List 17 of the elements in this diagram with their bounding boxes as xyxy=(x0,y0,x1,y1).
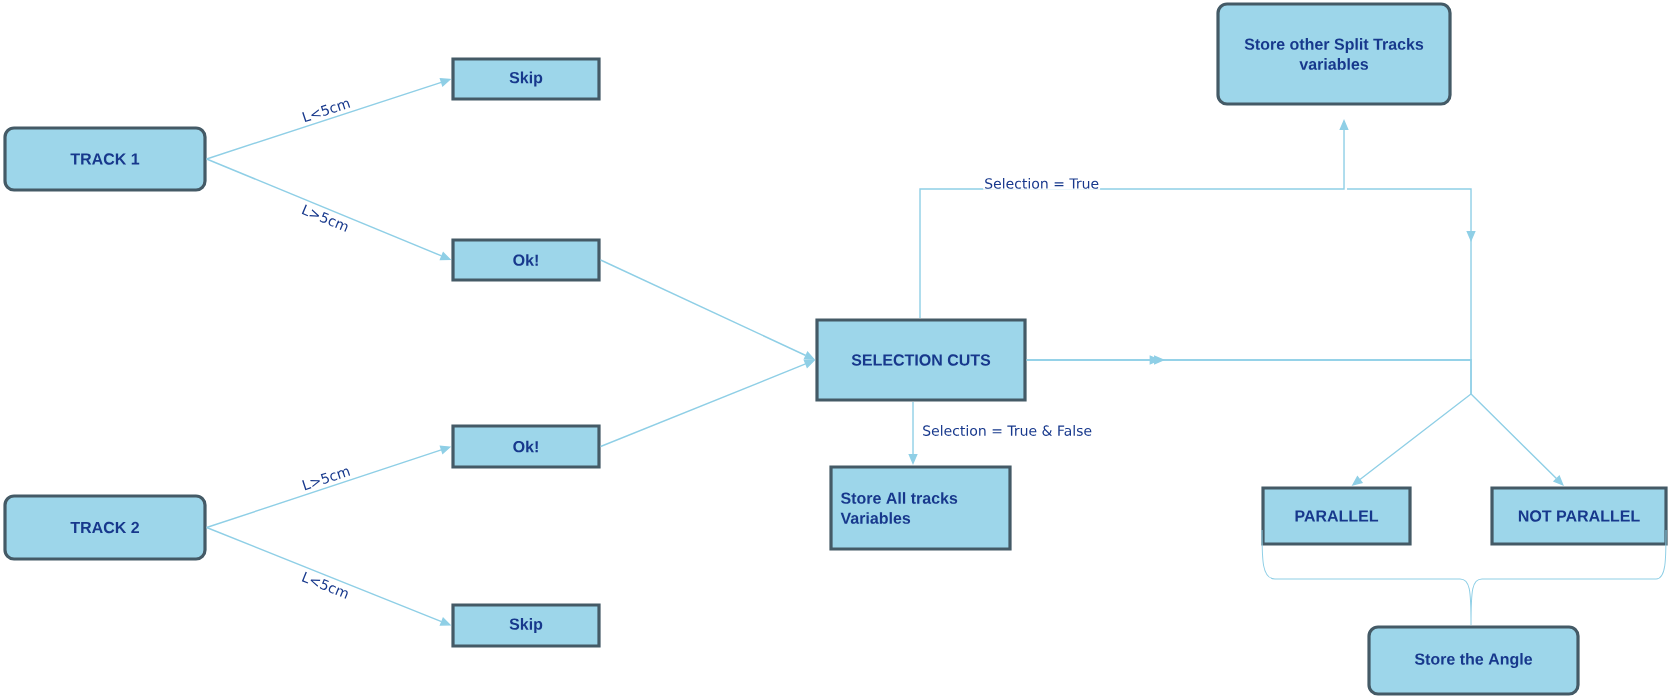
rounded-box: Store the Angle xyxy=(1367,625,1580,696)
process-box: Ok! xyxy=(451,238,601,282)
process-box: NOT PARALLEL xyxy=(1490,486,1668,546)
process-box: Store All tracks Variables xyxy=(829,465,1012,551)
process-box: Skip xyxy=(451,603,601,648)
rounded-box: TRACK 2 xyxy=(3,494,207,561)
arrow xyxy=(1025,355,1564,486)
edge-label: L<5cm xyxy=(302,100,351,123)
process-box: Skip xyxy=(451,57,601,101)
rounded-box: TRACK 1 xyxy=(3,126,207,192)
process-box: SELECTION CUTS xyxy=(815,318,1027,402)
edge-label: Selection = True xyxy=(985,177,1099,189)
edge-label: L>5cm xyxy=(302,468,351,491)
rounded-box: Store other Split Tracks variables xyxy=(1216,2,1452,106)
process-box: PARALLEL xyxy=(1261,486,1412,546)
edge-label: Selection = True & False xyxy=(923,425,1092,436)
process-box: Ok! xyxy=(451,424,601,469)
